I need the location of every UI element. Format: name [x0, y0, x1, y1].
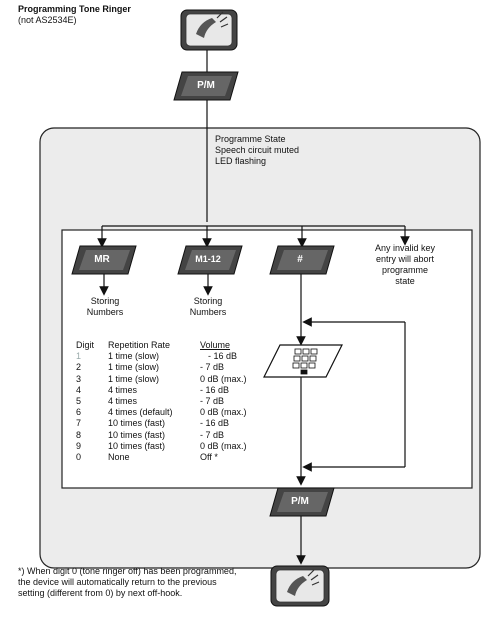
- cell-rate: 10 times (fast): [108, 418, 166, 429]
- cell-rate: 1 time (slow): [108, 351, 160, 362]
- cell-digit: 7: [76, 418, 82, 429]
- cell-volume: - 7 dB: [200, 429, 225, 440]
- cell-digit: 8: [76, 429, 82, 440]
- cell-rate: 1 time (slow): [108, 373, 160, 384]
- cell-volume: - 16 dB: [200, 384, 230, 395]
- state-line-3: LED flashing: [215, 156, 267, 166]
- cell-rate: 4 times (default): [108, 407, 173, 418]
- storing-1-line-2: Numbers: [86, 307, 124, 317]
- footnote-line-3: setting (different from 0) by next off-h…: [18, 588, 183, 598]
- mr-key-label: MR: [94, 254, 110, 265]
- hash-key-label: #: [297, 254, 303, 265]
- invalid-note-4: state: [395, 276, 415, 286]
- cell-digit: 9: [76, 440, 82, 451]
- handset-top-icon: [180, 9, 238, 51]
- cell-digit: 2: [76, 362, 82, 373]
- cell-volume: 0 dB (max.): [200, 373, 247, 384]
- cell-rate: 4 times: [108, 395, 138, 406]
- cell-volume: - 7 dB: [200, 362, 225, 373]
- invalid-note-2: entry will abort: [375, 254, 435, 264]
- m1-12-key-label: M1-12: [195, 254, 221, 264]
- footnote-line-1: *) When digit 0 (tone ringer off) has be…: [18, 566, 237, 576]
- cell-rate: None: [108, 451, 130, 462]
- storing-2-line-1: Storing: [193, 296, 223, 306]
- keypad-icon: [263, 344, 343, 378]
- handset-bottom-icon: [270, 565, 330, 607]
- cell-digit: 3: [76, 373, 82, 384]
- cell-rate: 10 times (fast): [108, 440, 166, 451]
- cell-volume: 0 dB (max.): [200, 407, 247, 418]
- header-digit: Digit: [76, 340, 95, 350]
- cell-rate: 1 time (slow): [108, 362, 160, 373]
- cell-volume: - 16 dB: [208, 351, 238, 362]
- diagram-subtitle: (not AS2534E): [18, 15, 77, 25]
- cell-volume: Off *: [200, 451, 218, 462]
- cell-volume: 0 dB (max.): [200, 440, 247, 451]
- diagram-title: Programming Tone Ringer: [18, 4, 131, 14]
- cell-rate: 10 times (fast): [108, 429, 166, 440]
- cell-digit: 4: [76, 384, 82, 395]
- storing-2-line-2: Numbers: [189, 307, 227, 317]
- pm-key-bottom-label: P/M: [291, 496, 309, 507]
- state-line-1: Programme State: [215, 134, 286, 144]
- cell-digit: 0: [76, 451, 82, 462]
- cell-volume: - 7 dB: [200, 395, 225, 406]
- cell-digit: 6: [76, 407, 82, 418]
- footnote-line-2: the device will automatically return to …: [18, 577, 217, 587]
- storing-1-line-1: Storing: [90, 296, 120, 306]
- state-line-2: Speech circuit muted: [215, 145, 300, 155]
- cell-digit: 5: [76, 395, 82, 406]
- invalid-note-3: programme: [381, 265, 428, 275]
- cell-volume: - 16 dB: [200, 418, 230, 429]
- inner-panel: [61, 229, 473, 489]
- invalid-note-1: Any invalid key: [374, 243, 436, 253]
- pm-key-top-label: P/M: [197, 80, 215, 91]
- cell-digit: 1: [76, 351, 82, 362]
- cell-rate: 4 times: [108, 384, 138, 395]
- header-volume: Volume: [200, 340, 231, 350]
- header-repetition: Repetition Rate: [108, 340, 171, 350]
